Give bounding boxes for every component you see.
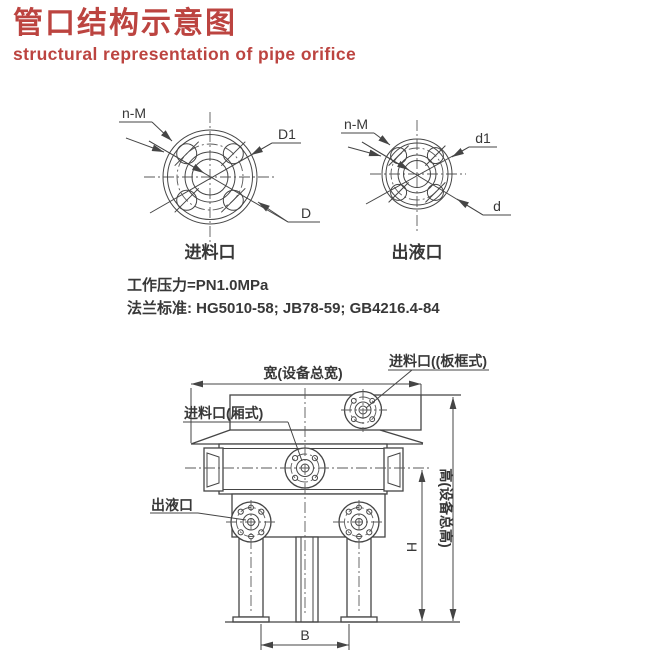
- outlet-caption: 出液口: [392, 242, 443, 262]
- page-title: 管口结构示意图: [13, 7, 237, 40]
- dim-overall-width: 宽(设备总宽): [190, 365, 422, 443]
- dim-height-label: 高(设备总高): [438, 468, 454, 547]
- spec-working-pressure: 工作压力=PN1.0MPa: [127, 277, 269, 294]
- top-chamber: [229, 394, 422, 431]
- inlet-bolt-count-label: n-M: [122, 105, 146, 121]
- inlet-chamber-text: 进料口(厢式): [184, 405, 263, 421]
- outlet-flange-diagram: n-M d1 d 出液口: [341, 116, 511, 262]
- inlet-flange-diagram: n-M D1 D 进料口: [119, 105, 320, 262]
- page-subtitle: structural representation of pipe orific…: [13, 44, 357, 64]
- outlet-text: 出液口: [151, 497, 193, 513]
- inlet-bolt-circle-label: D1: [278, 126, 296, 142]
- inlet-bolt-holes: [174, 141, 246, 213]
- dim-overall-height: 高(设备总高): [438, 397, 457, 621]
- page-header: 管口结构示意图 structural representation of pip…: [13, 5, 356, 65]
- left-base-plate: [232, 616, 270, 623]
- outlet-bolt-count-label: n-M: [344, 116, 368, 132]
- outlet-bolt-circle-label: d1: [475, 130, 491, 146]
- left-ear-bracket: [203, 447, 224, 492]
- lid: [190, 429, 424, 445]
- inlet-caption: 进料口: [185, 242, 236, 262]
- center-column: [295, 536, 319, 623]
- label-inlet-plate: 进料口((板框式): [365, 353, 489, 409]
- dim-b: B: [260, 624, 350, 650]
- dim-h: H: [404, 470, 426, 621]
- dim-b-label: B: [300, 627, 309, 643]
- right-base-plate: [340, 616, 378, 623]
- label-outlet-port: 出液口: [150, 497, 247, 521]
- dim-h-label: H: [404, 542, 420, 552]
- centerlines: [185, 388, 432, 614]
- spec-block: 工作压力=PN1.0MPa 法兰标准: HG5010-58; JB78-59; G…: [127, 274, 440, 320]
- inlet-plate-text: 进料口((板框式): [389, 353, 487, 369]
- right-ear-bracket: [383, 447, 404, 492]
- outlet-outer-dia-label: d: [493, 198, 501, 214]
- spec-flange-standard: 法兰标准: HG5010-58; JB78-59; GB4216.4-84: [127, 300, 440, 317]
- dim-width-label: 宽(设备总宽): [263, 365, 342, 381]
- outlet-bolt-holes: [388, 145, 446, 203]
- inlet-outer-dia-label: D: [301, 205, 311, 221]
- equipment-front-view: 宽(设备总宽) 高(设备总高) H B 进料口((板框式) 进料口(厢式): [150, 353, 489, 650]
- label-inlet-chamber: 进料口(厢式): [183, 405, 303, 462]
